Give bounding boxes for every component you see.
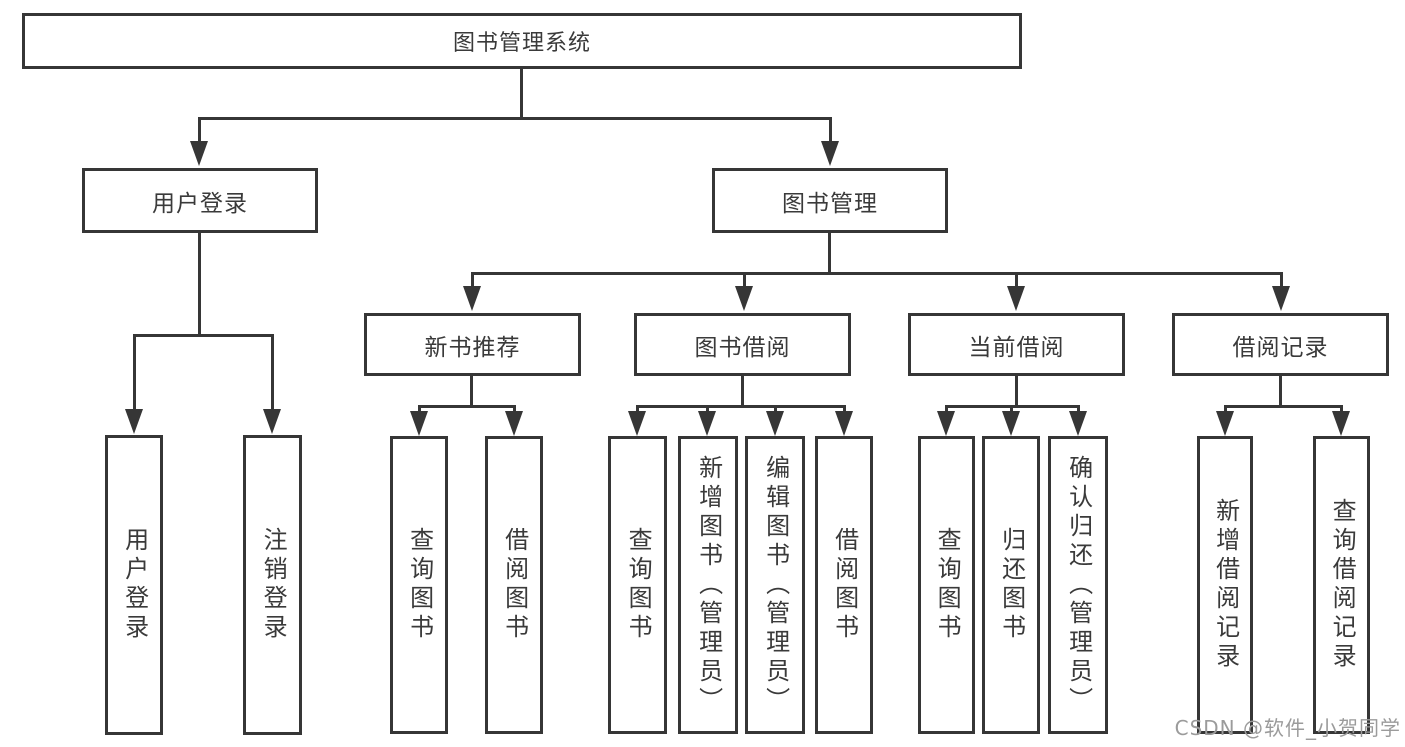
node-label: 查询图书 (405, 527, 434, 643)
connector-line (418, 405, 516, 408)
leaf-bb-add-books-admin: 新增图书（管理员） (678, 436, 738, 734)
arrowhead (766, 411, 784, 436)
leaf-logout: 注销登录 (243, 435, 302, 735)
connector-line (774, 405, 777, 413)
node-borrowing-records: 借阅记录 (1172, 313, 1389, 376)
node-label: 借阅图书 (830, 527, 859, 643)
node-label: 新增借阅记录 (1211, 498, 1240, 672)
connector-line (198, 117, 201, 142)
node-label: 用户登录 (152, 190, 248, 217)
node-label: 查询图书 (933, 527, 962, 643)
node-label: 编辑图书（管理员） (761, 454, 790, 716)
connector-line (636, 405, 846, 408)
csdn-watermark: CSDN @软件_小贺同学 (1174, 716, 1401, 740)
connector-line (471, 272, 1283, 275)
node-label: 注销登录 (259, 527, 288, 643)
node-label: 归还图书 (997, 527, 1026, 643)
arrowhead (835, 411, 853, 436)
leaf-bb-edit-books-admin: 编辑图书（管理员） (745, 436, 805, 734)
connector-line (1077, 405, 1080, 413)
leaf-cb-confirm-return-admin: 确认归还（管理员） (1048, 436, 1108, 734)
arrowhead (410, 411, 428, 436)
node-label: 图书管理 (782, 190, 878, 217)
arrowhead (937, 411, 955, 436)
connector-line (1224, 405, 1227, 413)
arrowhead (1002, 411, 1020, 436)
arrowhead (698, 411, 716, 436)
connector-line (743, 272, 746, 287)
connector-line (1279, 376, 1282, 408)
leaf-user-login: 用户登录 (105, 435, 163, 735)
leaf-cb-return-books: 归还图书 (982, 436, 1040, 734)
connector-line (133, 334, 136, 410)
leaf-nb-borrow-books: 借阅图书 (485, 436, 543, 734)
node-label: 确认归还（管理员） (1064, 454, 1093, 716)
connector-line (945, 405, 948, 413)
connector-line (706, 405, 709, 413)
node-book-borrowing: 图书借阅 (634, 313, 851, 376)
node-label: 借阅图书 (500, 527, 529, 643)
arrowhead (821, 141, 839, 166)
leaf-nb-query-books: 查询图书 (390, 436, 448, 734)
arrowhead (190, 141, 208, 166)
leaf-br-add-record: 新增借阅记录 (1197, 436, 1253, 734)
node-label: 借阅记录 (1232, 334, 1329, 361)
leaf-bb-query-books: 查询图书 (608, 436, 667, 734)
connector-line (513, 405, 516, 413)
node-user-login: 用户登录 (82, 168, 318, 233)
connector-line (1224, 405, 1343, 408)
arrowhead (1216, 411, 1234, 436)
connector-line (1010, 405, 1013, 413)
node-current-borrowing: 当前借阅 (908, 313, 1125, 376)
node-label: 图书借阅 (694, 334, 791, 361)
connector-line (520, 68, 523, 118)
node-label: 新增图书（管理员） (694, 454, 723, 716)
connector-line (828, 233, 831, 275)
connector-line (470, 376, 473, 408)
arrowhead (1007, 286, 1025, 311)
arrowhead (735, 286, 753, 311)
leaf-cb-query-books: 查询图书 (918, 436, 975, 734)
connector-line (1280, 272, 1283, 287)
arrowhead (505, 411, 523, 436)
arrowhead (1069, 411, 1087, 436)
connector-line (271, 334, 274, 410)
arrowhead (125, 409, 143, 434)
connector-line (829, 117, 832, 142)
connector-line (418, 405, 421, 413)
connector-line (741, 376, 744, 408)
arrowhead (628, 411, 646, 436)
arrowhead (463, 286, 481, 311)
connector-line (198, 233, 201, 337)
connector-line (133, 334, 274, 337)
arrowhead (263, 409, 281, 434)
connector-line (198, 117, 832, 120)
connector-line (636, 405, 639, 413)
node-label: 查询借阅记录 (1328, 498, 1357, 672)
node-book-management: 图书管理 (712, 168, 948, 233)
leaf-br-query-record: 查询借阅记录 (1313, 436, 1370, 734)
node-label: 当前借阅 (968, 334, 1065, 361)
arrowhead (1332, 411, 1350, 436)
node-label: 用户登录 (120, 527, 149, 643)
arrowhead (1272, 286, 1290, 311)
connector-line (471, 272, 474, 287)
connector-line (1015, 272, 1018, 287)
leaf-bb-borrow-books: 借阅图书 (815, 436, 873, 734)
node-root-system: 图书管理系统 (22, 13, 1022, 69)
connector-line (1015, 376, 1018, 408)
node-label: 图书管理系统 (452, 31, 591, 56)
connector-line (1340, 405, 1343, 413)
node-new-book-recommend: 新书推荐 (364, 313, 581, 376)
node-label: 新书推荐 (424, 334, 521, 361)
connector-line (843, 405, 846, 413)
node-label: 查询图书 (624, 527, 653, 643)
